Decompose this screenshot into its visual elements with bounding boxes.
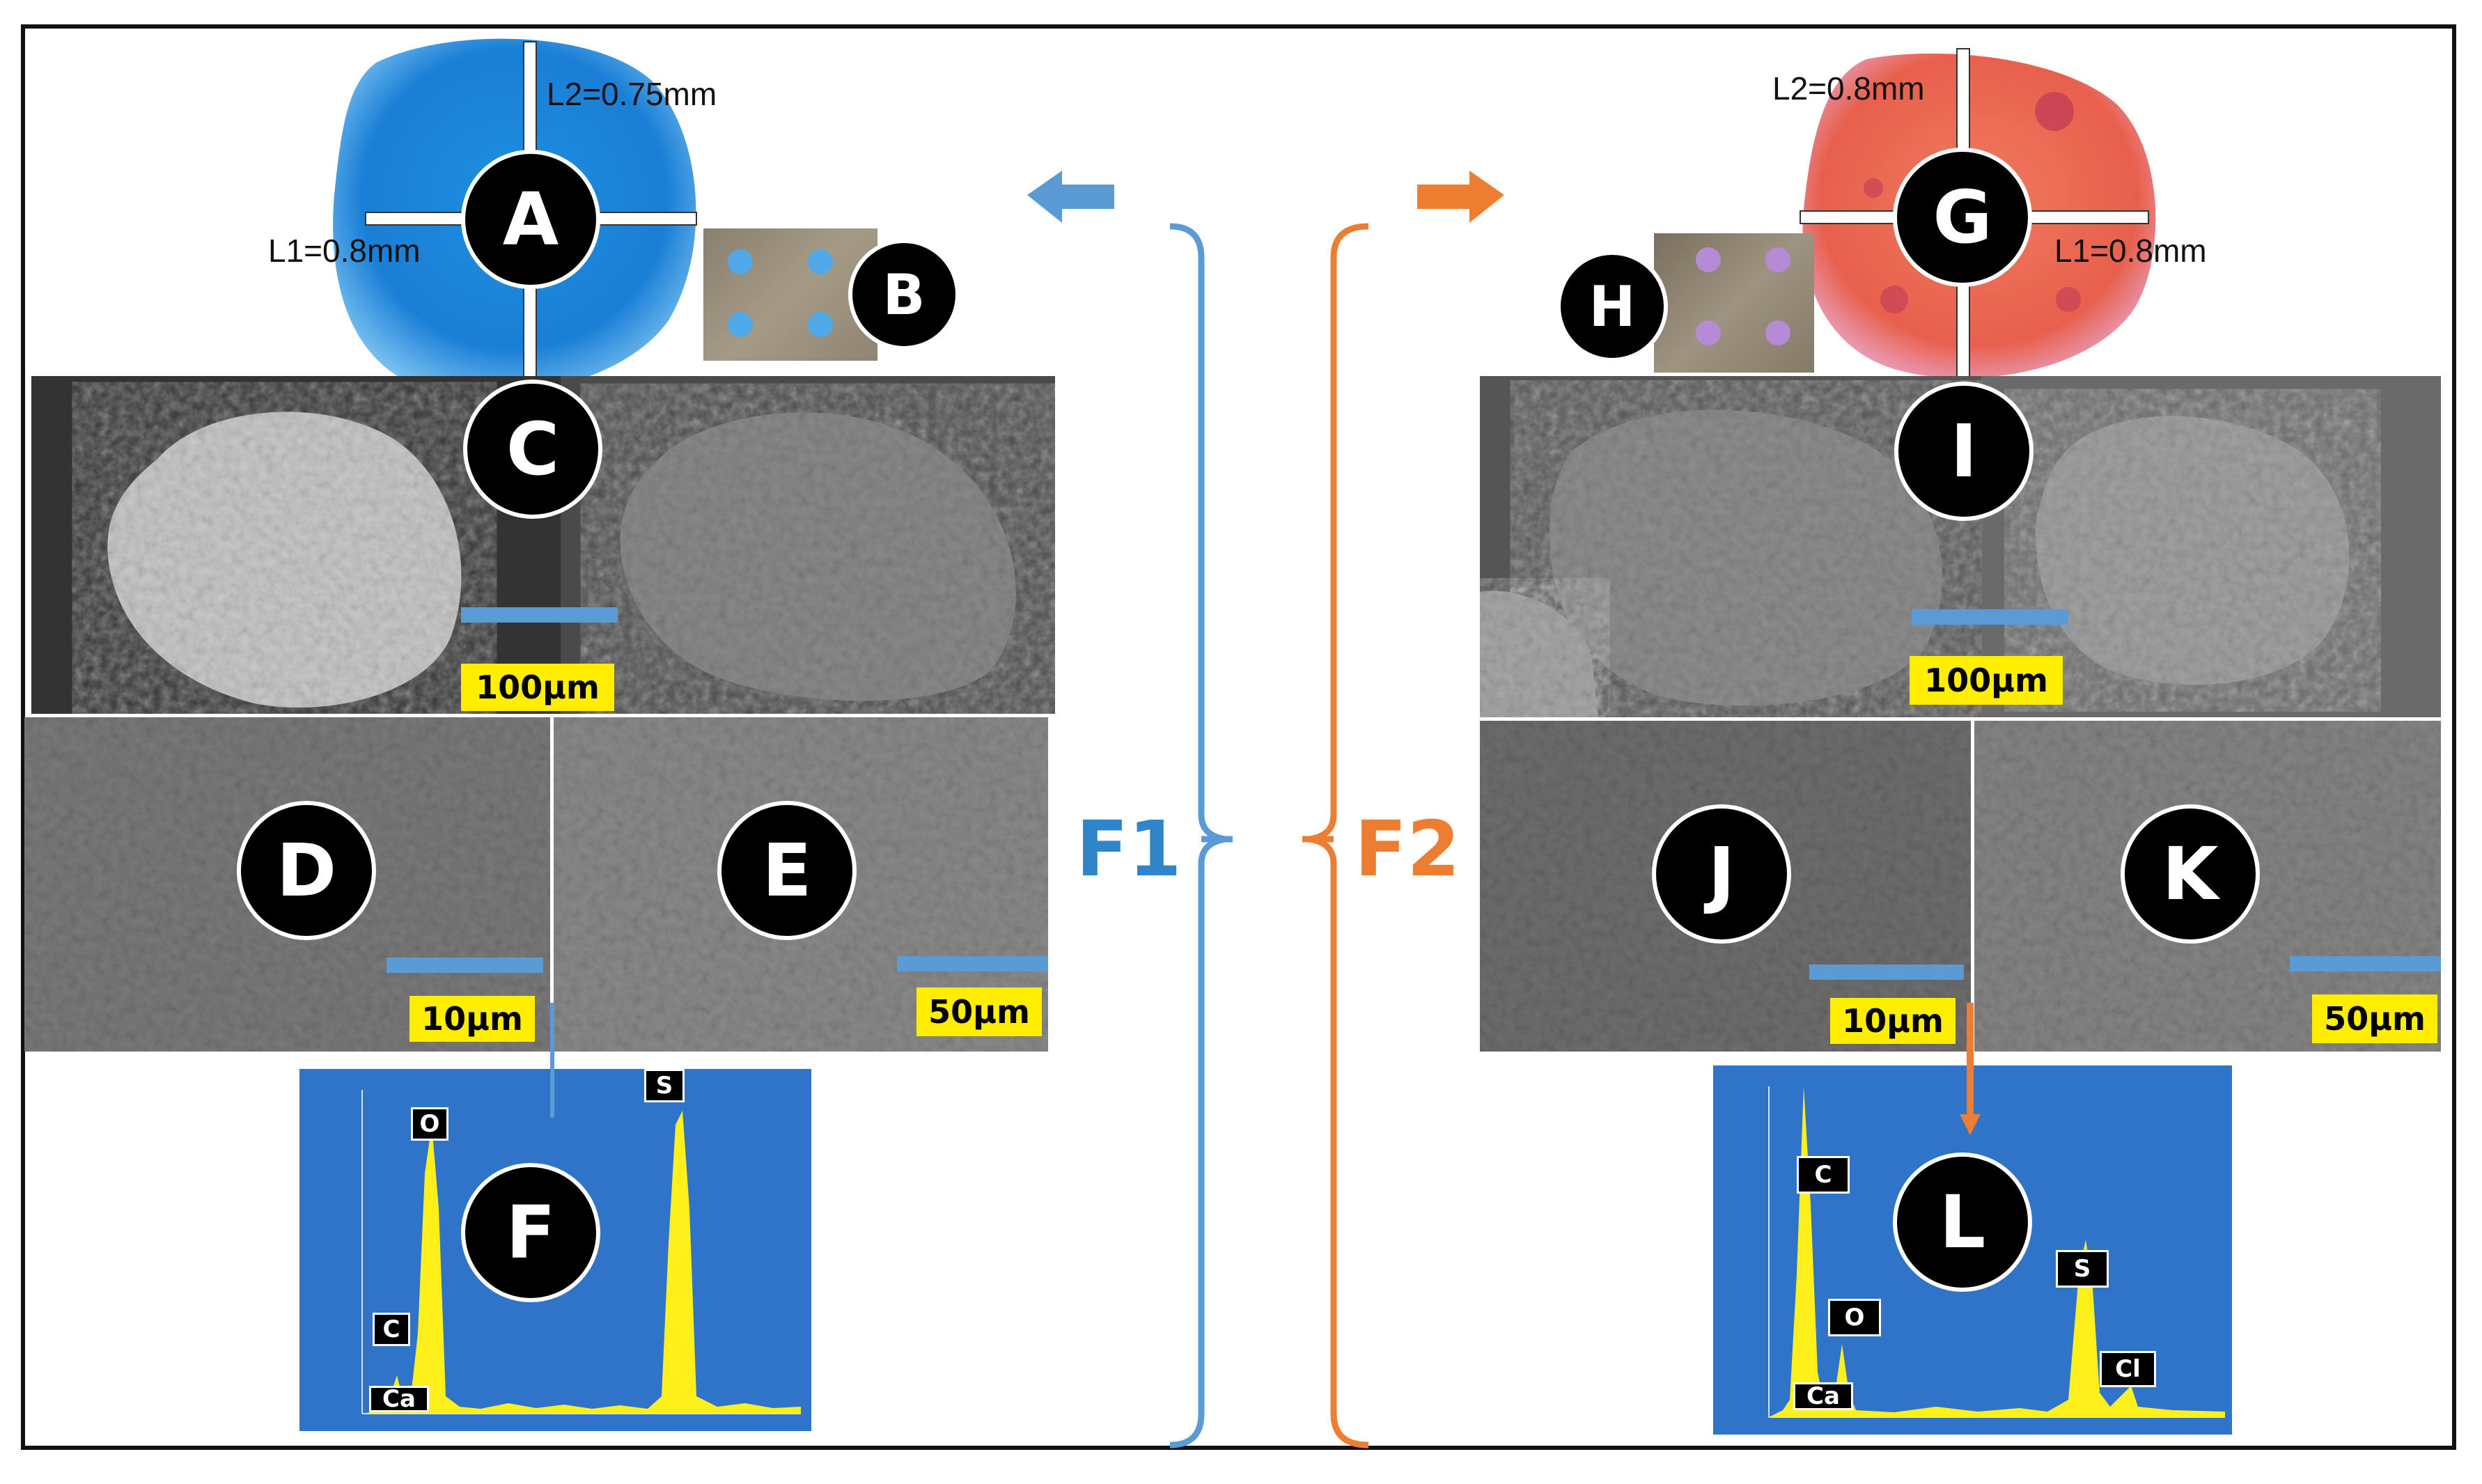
f1-scale-label-e: 50μm — [916, 987, 1042, 1036]
panel-label-a: A — [461, 150, 600, 289]
f2-edx-arrow-head — [1960, 1114, 1981, 1135]
f2-dimension-l1: L1=0.8mm — [2054, 233, 2207, 269]
f1-peak-o: O — [411, 1107, 448, 1141]
panel-label-f: F — [461, 1163, 600, 1302]
f2-peak-c: C — [1797, 1156, 1850, 1194]
f2-peak-s: S — [2056, 1250, 2109, 1288]
f2-scale-label-i: 100μm — [1910, 656, 2063, 705]
panel-label-e: E — [717, 801, 857, 940]
panel-label-h: H — [1556, 251, 1668, 362]
f1-peak-s: S — [644, 1069, 685, 1102]
panel-label-g: G — [1893, 148, 2032, 287]
f1-dimension-l1: L1=0.8mm — [268, 233, 421, 269]
f1-peak-ca: Ca — [369, 1385, 429, 1413]
f2-peak-ca: Ca — [1793, 1382, 1853, 1410]
panel-label-l: L — [1893, 1153, 2032, 1292]
f1-edx-arrow — [550, 1003, 554, 1118]
f2-peak-o: O — [1828, 1299, 1881, 1336]
f2-edx-arrow — [1967, 1003, 1974, 1118]
f2-dimension-l2: L2=0.8mm — [1772, 70, 1925, 107]
f2-scale-bar-j — [1809, 964, 1964, 980]
f1-peak-c: C — [373, 1313, 410, 1346]
panel-label-k: K — [2121, 804, 2260, 944]
f2-scale-bar-i — [1912, 609, 2068, 625]
panel-label-j: J — [1652, 804, 1791, 944]
f2-scale-label-j: 10μm — [1830, 998, 1956, 1044]
f1-sem-overview — [31, 376, 1055, 714]
group-label-f2: F2 — [1355, 804, 1460, 893]
f1-scale-bar-e — [897, 956, 1048, 971]
f1-scale-bar-d — [387, 958, 543, 973]
f2-peak-cl: Cl — [2100, 1351, 2156, 1387]
f1-scale-label-c: 100μm — [461, 664, 614, 711]
group-label-f1: F1 — [1076, 804, 1182, 893]
f2-scale-label-k: 50μm — [2312, 994, 2437, 1043]
panel-label-b: B — [848, 239, 960, 350]
panel-label-d: D — [237, 801, 376, 940]
f1-scale-bar-c — [461, 607, 618, 623]
panel-label-i: I — [1894, 382, 2034, 521]
f1-scale-label-d: 10μm — [409, 996, 535, 1042]
panel-label-c: C — [463, 380, 602, 519]
f2-photo-panel — [1654, 233, 1814, 373]
f2-scale-bar-k — [2290, 956, 2441, 971]
f1-dimension-l2: L2=0.75mm — [547, 76, 717, 112]
